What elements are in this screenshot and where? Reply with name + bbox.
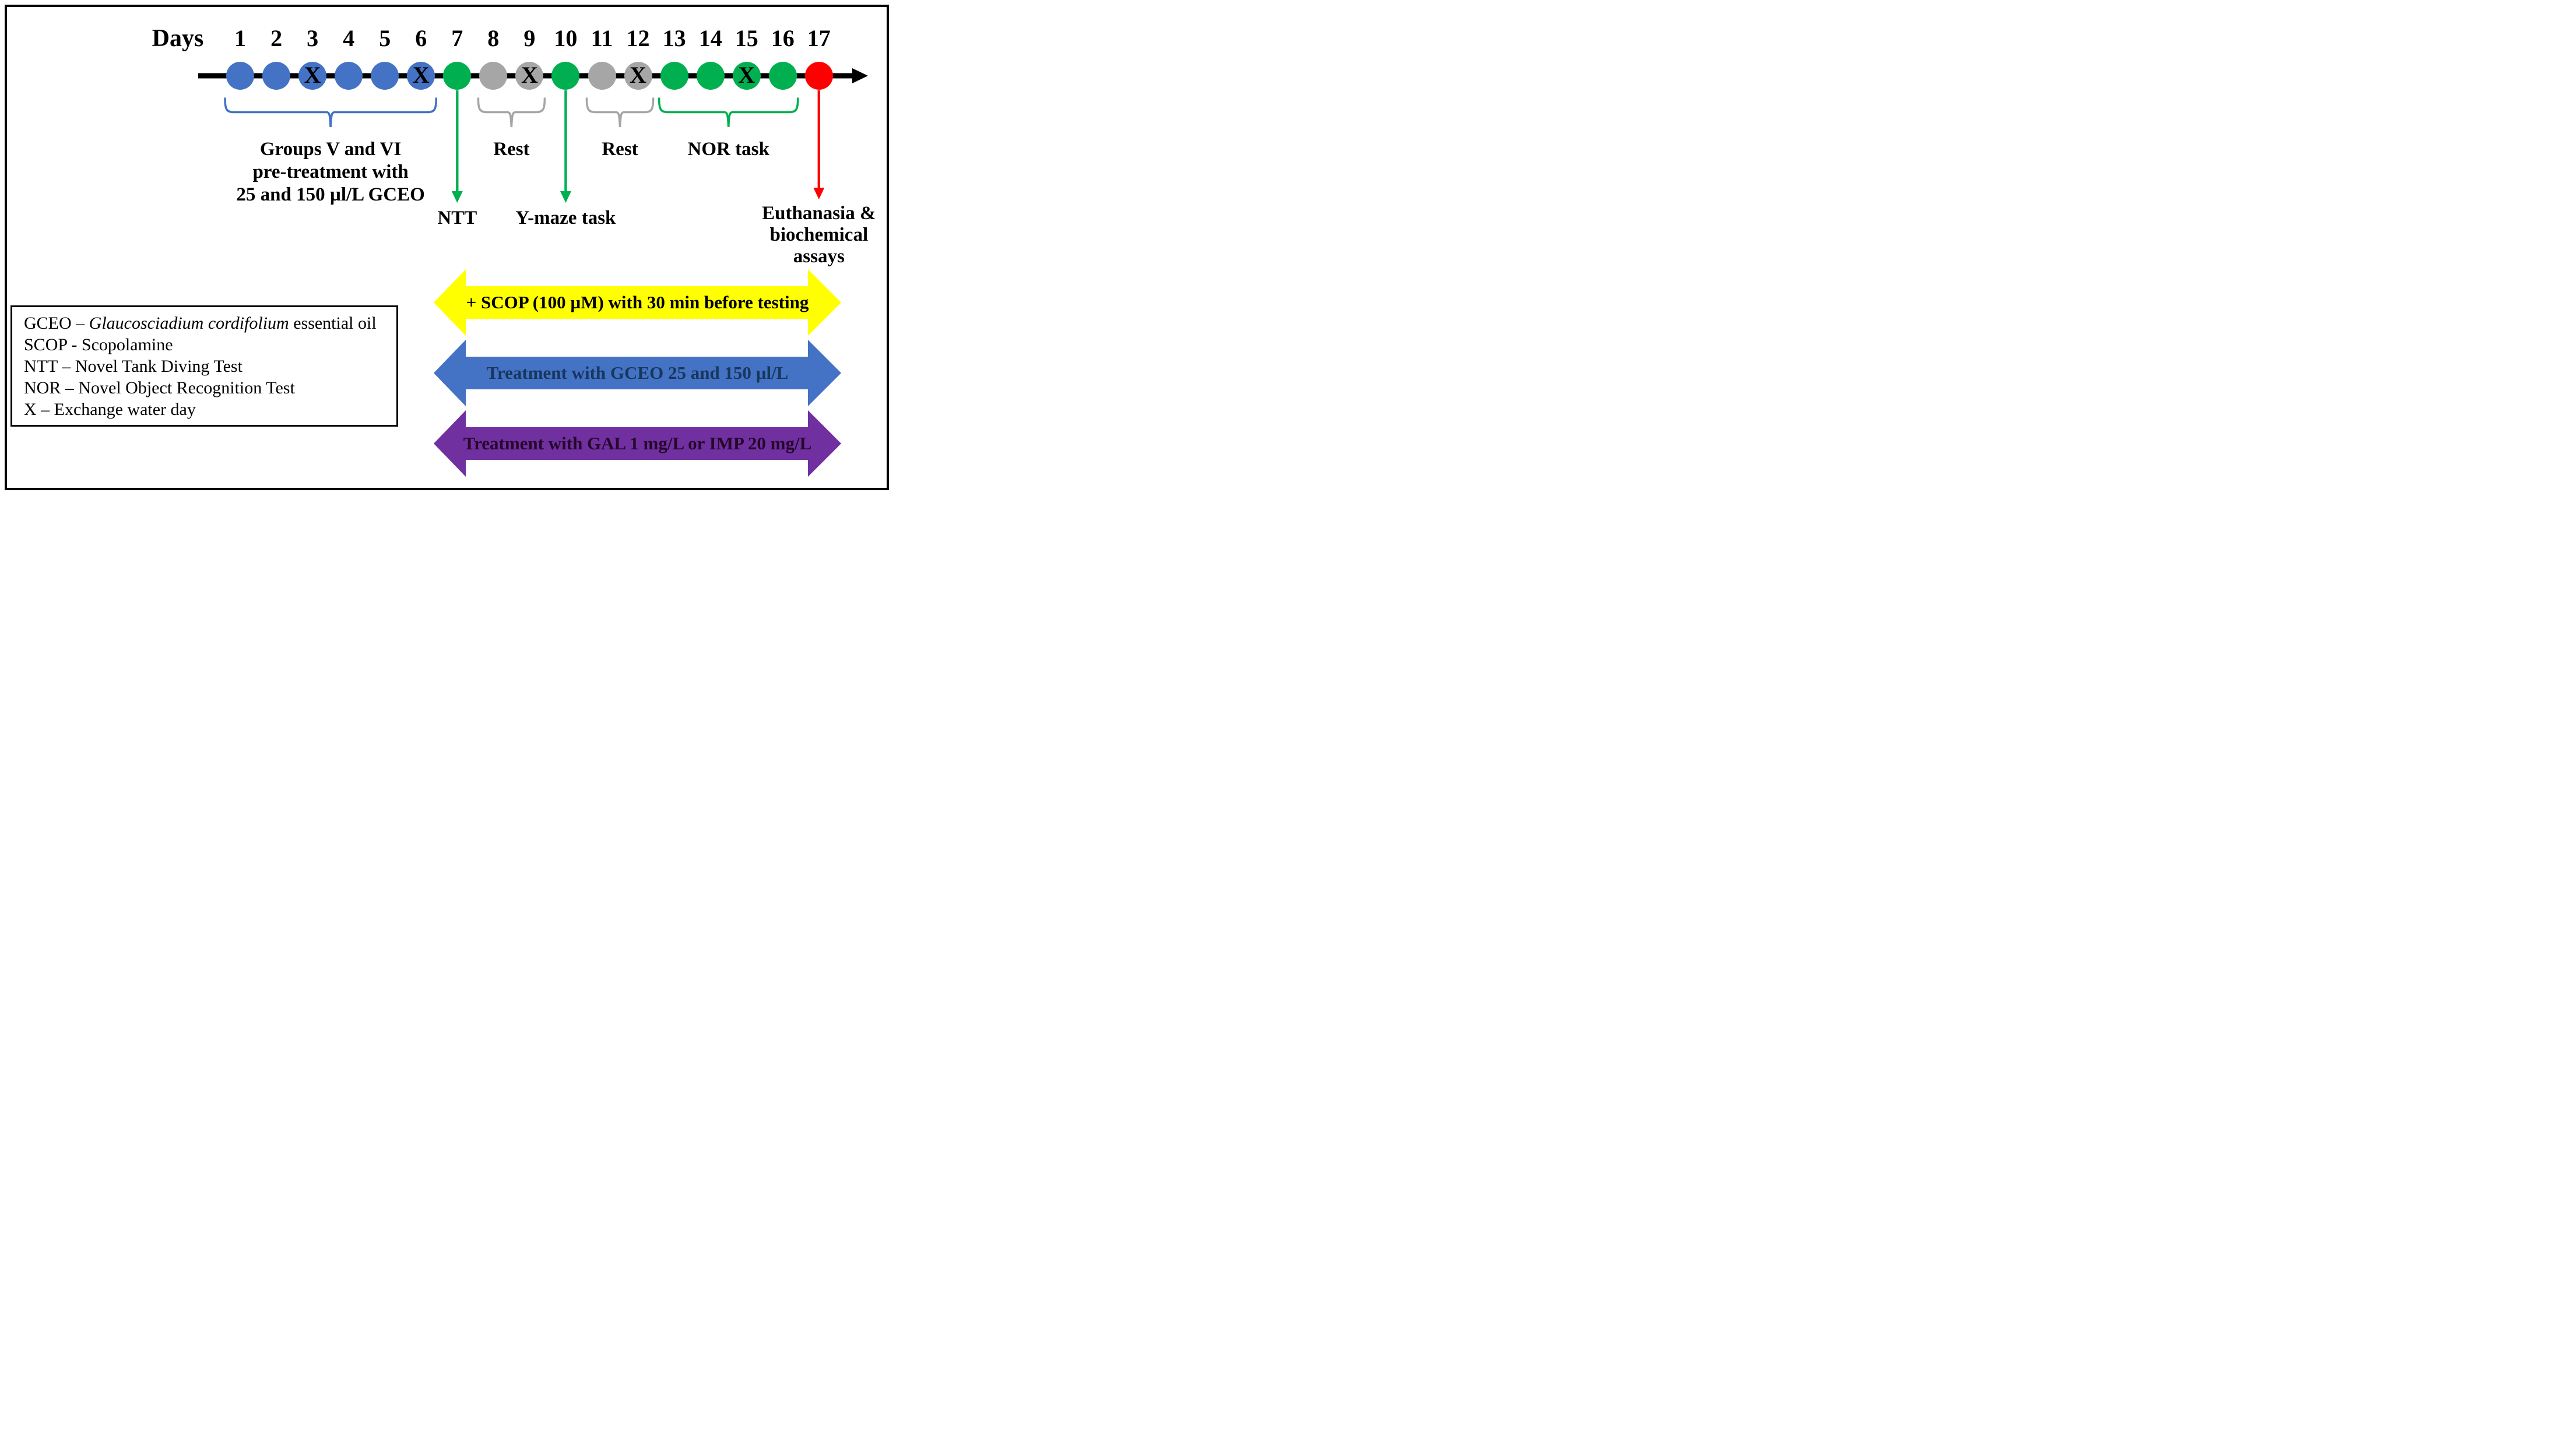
day-circle: X [298, 62, 327, 90]
treatment-arrow-label-gal-imp: Treatment with GAL 1 mg/L or IMP 20 mg/L [463, 433, 812, 453]
day-number: 1 [234, 25, 246, 51]
event-label-line: Euthanasia & [762, 202, 876, 224]
phase-label-rest-1: Rest [383, 138, 639, 161]
legend-item: GCEO – Glaucosciadium cordifolium essent… [24, 312, 396, 334]
phase-brace-nor-task [658, 97, 799, 128]
legend-item-text: X – Exchange water day [24, 400, 196, 419]
day-number: 17 [807, 25, 831, 51]
day-number: 6 [415, 25, 427, 51]
event-arrow-shaft-euthanasia [817, 90, 820, 188]
day-circle [371, 62, 399, 90]
day-number: 12 [626, 25, 650, 51]
legend-species-name: Glaucosciadium cordifolium [89, 314, 289, 333]
day-number: 11 [591, 25, 613, 51]
event-label-line: Y-maze task [515, 207, 616, 228]
event-arrow-head-ntt [451, 191, 463, 203]
phase-brace-rest-2 [585, 97, 655, 128]
timeline-arrowhead-icon [852, 68, 868, 83]
phase-label-line: Rest [602, 138, 638, 160]
exchange-water-x-mark: X [630, 62, 646, 88]
day-number: 15 [735, 25, 758, 51]
figure-border [5, 5, 889, 490]
treatment-arrow-gceo [434, 340, 841, 406]
treatment-arrow-scop [434, 269, 841, 336]
day-circle [804, 62, 833, 90]
day-number: 8 [487, 25, 500, 51]
exchange-water-x-mark: X [521, 62, 538, 88]
legend-items: GCEO – Glaucosciadium cordifolium essent… [24, 312, 396, 420]
legend-box: GCEO – Glaucosciadium cordifolium essent… [10, 305, 398, 427]
event-label-y-maze: Y-maze task [472, 207, 659, 229]
phase-label-line: pre-treatment with [252, 161, 409, 182]
legend-item: X – Exchange water day [24, 399, 396, 420]
day-number: 4 [343, 25, 355, 51]
day-number: 10 [554, 25, 578, 51]
day-number: 13 [662, 25, 686, 51]
legend-item: NOR – Novel Object Recognition Test [24, 377, 396, 399]
event-label-line: assays [793, 245, 845, 267]
phase-label-line: Rest [493, 138, 530, 160]
day-number: 2 [270, 25, 283, 51]
day-circle [335, 62, 363, 90]
event-label-line: biochemical [769, 224, 869, 245]
treatment-arrow-gal-imp [434, 410, 841, 477]
day-number: 14 [698, 25, 722, 51]
day-circle: X [515, 62, 544, 90]
event-arrow-shaft-y-maze [564, 90, 567, 191]
legend-item: SCOP - Scopolamine [24, 334, 396, 356]
legend-item-text: NTT – Novel Tank Diving Test [24, 357, 243, 376]
day-number: 5 [379, 25, 391, 51]
phase-label-line: Groups V and VI [259, 138, 402, 160]
event-arrow-head-euthanasia [813, 188, 825, 199]
day-circle [479, 62, 508, 90]
event-label-line: NTT [437, 207, 477, 228]
day-number: 16 [771, 25, 795, 51]
day-circle [262, 62, 291, 90]
phase-brace-rest-1 [477, 97, 546, 128]
treatment-arrow-label-gceo: Treatment with GCEO 25 and 150 µl/L [486, 363, 789, 383]
day-circle [551, 62, 580, 90]
legend-item-text: SCOP - Scopolamine [24, 335, 173, 354]
phase-label-rest-2: Rest [492, 138, 748, 161]
day-circle [696, 62, 725, 90]
day-circle [588, 62, 616, 90]
exchange-water-x-mark: X [738, 62, 755, 88]
phase-label-nor-task: NOR task [600, 138, 857, 161]
day-number: 7 [451, 25, 463, 51]
phase-label-line: NOR task [687, 138, 769, 160]
day-circle: X [732, 62, 761, 90]
day-number: 3 [307, 25, 319, 51]
exchange-water-x-mark: X [304, 62, 321, 88]
legend-item-text: GCEO – [24, 314, 89, 333]
event-arrow-shaft-ntt [456, 90, 459, 191]
timeline-axis-label: Days [152, 25, 204, 52]
legend-item-text: NOR – Novel Object Recognition Test [24, 378, 295, 397]
event-label-ntt: NTT [364, 207, 550, 229]
day-circle [768, 62, 797, 90]
day-circle: X [407, 62, 435, 90]
day-circle: X [624, 62, 652, 90]
exchange-water-x-mark: X [412, 62, 430, 88]
day-circle [443, 62, 472, 90]
day-number: 9 [523, 25, 536, 51]
event-arrow-head-y-maze [560, 191, 571, 203]
day-circle [660, 62, 688, 90]
legend-item: NTT – Novel Tank Diving Test [24, 356, 396, 377]
treatment-arrow-label-scop: + SCOP (100 µM) with 30 min before testi… [466, 292, 809, 312]
day-circle [226, 62, 254, 90]
phase-brace-pretreatment [224, 97, 438, 128]
legend-item-text: essential oil [289, 314, 377, 333]
phase-label-line: 25 and 150 µl/L GCEO [236, 184, 425, 205]
